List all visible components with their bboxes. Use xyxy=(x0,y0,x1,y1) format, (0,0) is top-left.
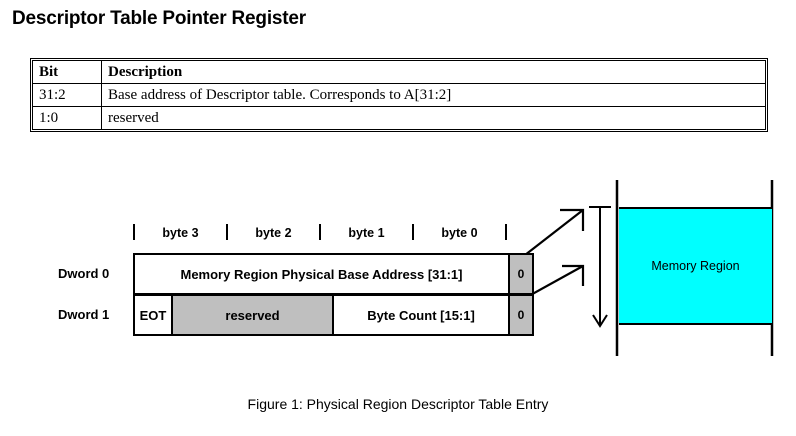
table-header-row: Bit Description xyxy=(32,60,766,84)
dword1-row-label: Dword 1 xyxy=(58,307,110,322)
dword0-row-label: Dword 0 xyxy=(58,266,110,281)
cell-description: Base address of Descriptor table. Corres… xyxy=(101,83,766,107)
byte-ruler-label-byte0: byte 0 xyxy=(441,226,478,240)
dword1-eot-field: EOT xyxy=(133,294,173,336)
dword1-reserved-field: reserved xyxy=(171,294,334,336)
page-title: Descriptor Table Pointer Register xyxy=(12,8,306,29)
byte-ruler-label-byte1: byte 1 xyxy=(348,226,385,240)
byte-ruler-label-byte2: byte 2 xyxy=(255,226,292,240)
table-row: 31:2 Base address of Descriptor table. C… xyxy=(32,83,766,107)
cell-description: reserved xyxy=(101,106,766,130)
bit-description-table: Bit Description 31:2 Base address of Des… xyxy=(32,60,766,130)
dword1-byte-count-field: Byte Count [15:1] xyxy=(332,294,510,336)
dword1-zero-bit-field: 0 xyxy=(508,294,534,336)
dword0-zero-bit-field: 0 xyxy=(508,253,534,295)
byte-ruler-label-byte3: byte 3 xyxy=(162,226,199,240)
cell-bit-range: 31:2 xyxy=(32,83,102,107)
region-length-span-arrow xyxy=(589,206,611,328)
column-header-description: Description xyxy=(101,60,766,84)
column-header-bit: Bit xyxy=(32,60,102,84)
table-row: 1:0 reserved xyxy=(32,106,766,130)
dword0-base-address-field: Memory Region Physical Base Address [31:… xyxy=(133,253,510,295)
cell-bit-range: 1:0 xyxy=(32,106,102,130)
memory-region-block: Memory Region xyxy=(619,207,772,325)
bit-description-table-outer-border: Bit Description 31:2 Base address of Des… xyxy=(30,58,768,132)
figure-caption: Figure 1: Physical Region Descriptor Tab… xyxy=(247,396,549,412)
